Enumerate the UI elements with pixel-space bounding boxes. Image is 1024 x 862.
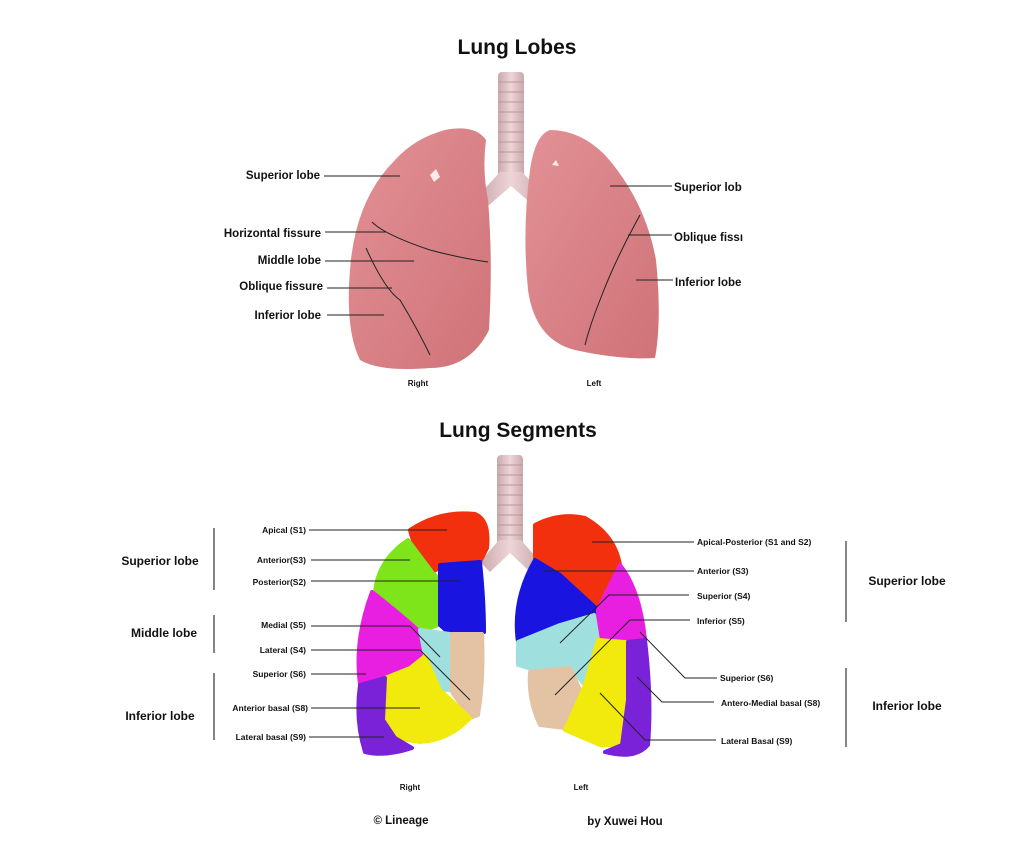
segment-posterior-s2 (438, 560, 486, 636)
label-middle-lobe: Middle lobe (258, 255, 321, 267)
label-horizontal-fissure: Horizontal fissure (224, 228, 321, 240)
label-superior-lobe-left: Superior lob (674, 182, 742, 194)
trachea-segments (480, 455, 540, 572)
right-lung-segments (356, 511, 490, 756)
label-anterior-s3-left: Anterior (S3) (697, 566, 749, 576)
lobes-title: Lung Lobes (458, 36, 577, 59)
group-inferior-lobe: Inferior lobe (125, 709, 195, 723)
label-superior-s6: Superior (S6) (253, 669, 307, 679)
segments-right-labels: Apical (S1) Anterior(S3) Posterior(S2) M… (121, 525, 471, 742)
label-oblique-fissure-left: Oblique fissı (674, 232, 743, 244)
segment-antero-medial-basal-s8 (563, 638, 630, 747)
group-inferior-lobe-left: Inferior lobe (872, 699, 942, 713)
segments-side-left: Left (574, 783, 589, 792)
label-oblique-fissure: Oblique fissure (239, 281, 323, 293)
label-apical-posterior: Apical-Posterior (S1 and S2) (697, 537, 811, 547)
label-antero-medial-basal: Antero-Medial basal (S8) (721, 698, 820, 708)
group-superior-lobe: Superior lobe (121, 554, 199, 568)
group-middle-lobe: Middle lobe (131, 626, 197, 640)
segment-lateral-basal-s9 (356, 676, 414, 756)
label-medial-s5: Medial (S5) (261, 620, 306, 630)
segments-side-right: Right (400, 783, 421, 792)
label-superior-s4-left: Superior (S4) (697, 591, 751, 601)
segments-left-labels: Apical-Posterior (S1 and S2) Anterior (S… (543, 537, 946, 747)
lobes-right-labels: Superior lobe Horizontal fissure Middle … (224, 170, 414, 322)
label-inferior-lobe-left: Inferior lobe (675, 277, 741, 289)
segment-tan (450, 632, 485, 720)
label-lateral-basal-s9: Lateral basal (S9) (236, 732, 307, 742)
label-lateral-basal-s9-left: Lateral Basal (S9) (721, 736, 793, 746)
side-left: Left (587, 379, 602, 388)
segments-title: Lung Segments (439, 419, 597, 442)
label-anterior-s3: Anterior(S3) (257, 555, 306, 565)
label-anterior-basal-s8: Anterior basal (S8) (232, 703, 308, 713)
group-superior-lobe-left: Superior lobe (868, 574, 946, 588)
label-inferior-lobe: Inferior lobe (255, 310, 321, 322)
side-right: Right (408, 379, 429, 388)
segment-anterior-basal-s8 (381, 654, 472, 744)
segment-lateral-basal-s9-left (603, 638, 652, 757)
label-inferior-s5-left: Inferior (S5) (697, 616, 745, 626)
label-superior-lobe: Superior lobe (246, 170, 320, 182)
author-credit: by Xuwei Hou (587, 816, 662, 828)
copyright-text: © Lineage (373, 815, 428, 827)
left-lung-lobes (525, 130, 659, 359)
left-lung-segments (514, 514, 652, 757)
lobes-left-labels: Superior lob Oblique fissı Inferior lobe (610, 182, 743, 289)
trachea (478, 72, 544, 206)
right-lung-lobes (348, 128, 491, 369)
label-lateral-s4: Lateral (S4) (260, 645, 306, 655)
label-posterior-s2: Posterior(S2) (253, 577, 307, 587)
label-apical-s1: Apical (S1) (262, 525, 306, 535)
label-superior-s6-left: Superior (S6) (720, 673, 774, 683)
